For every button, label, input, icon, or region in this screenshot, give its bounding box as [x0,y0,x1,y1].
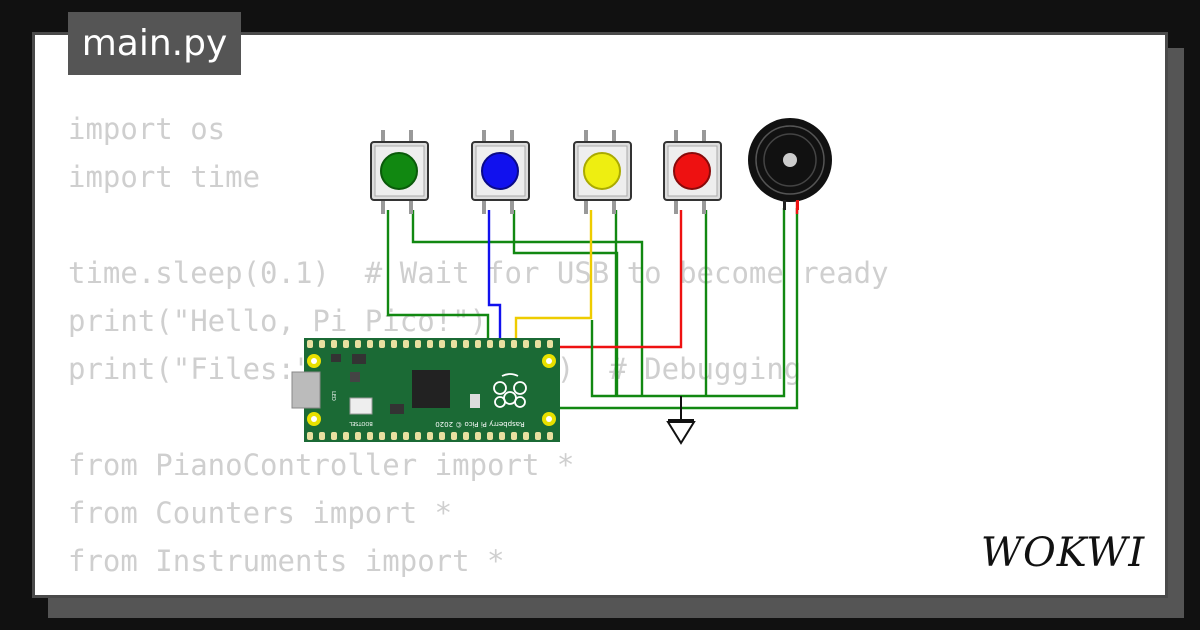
small-component [350,372,360,382]
wire-green-button-a [386,210,490,348]
code-line: time.sleep(0.1) # Wait for USB to become… [68,256,889,290]
bootsel-button[interactable] [349,397,373,415]
small-component [331,354,341,362]
board-pins-top [307,340,553,348]
code-line: print("Hello, Pi Pico!") [68,304,488,338]
code-card: import os import time time.sleep(0.1) # Wa… [32,32,1168,598]
rp2040-chip [412,370,450,408]
wire-buzzer-negative [590,208,786,398]
led-label: LED [330,391,336,401]
wire-green-button-b [411,210,644,396]
wires [386,202,799,410]
code-line: from Counters import * [68,496,453,530]
bootsel-label: BOOTSEL [349,420,373,426]
code-line: from Instruments import * [68,544,505,578]
pi-pico-board[interactable]: Raspberry Pi Pico © 2020 BOOTSEL LED [291,338,560,442]
pushbutton-yellow[interactable] [573,130,632,214]
pushbutton-red[interactable] [663,130,722,214]
wire-blue-button-a [487,210,502,348]
wokwi-logo-text: WOKWI [981,530,1145,576]
wire-buzzer-positive [549,208,799,410]
pushbutton-blue[interactable] [471,130,530,214]
flash-chip [390,404,404,414]
code-line: from PianoController import * [68,448,575,482]
crystal [470,394,480,408]
small-component [352,354,366,364]
board-label: Raspberry Pi Pico © 2020 [435,420,525,428]
mounting-holes [307,354,556,426]
wire-yellow-button-a [514,210,593,348]
code-line: import time [68,160,261,194]
wire-red-button-a [540,210,683,349]
ground-symbol [666,396,696,445]
pushbutton-green[interactable] [370,130,429,214]
code-block: import os import time time.sleep(0.1) # Wa… [68,105,889,595]
wokwi-logo: WOKWI [981,530,1145,576]
file-tab[interactable]: main.py [68,12,241,75]
usb-connector [291,371,321,409]
buzzer[interactable] [748,118,832,210]
raspberry-logo-icon [493,373,527,408]
code-line: from StateMachine import * [68,585,889,595]
code-line: import os [68,112,226,146]
board-pins-bottom [307,432,553,440]
